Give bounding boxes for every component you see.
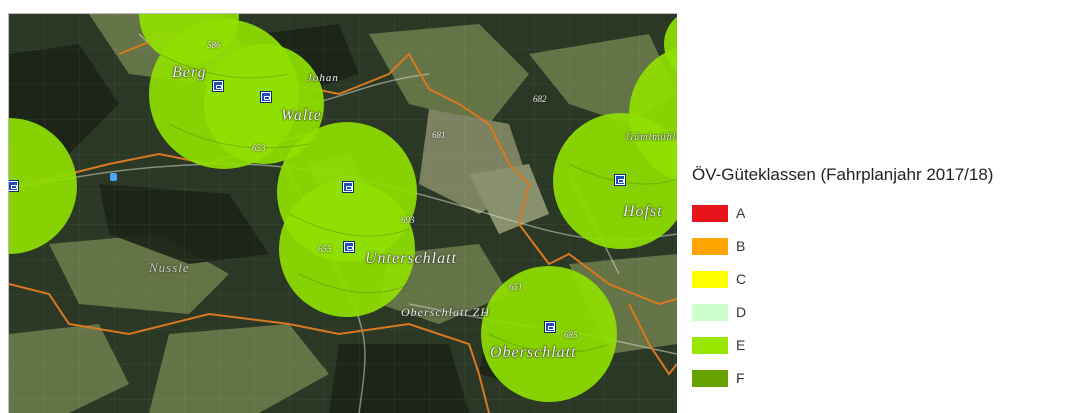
bus-stop-icon[interactable] <box>342 181 354 193</box>
coverage-circle-oberschlatt <box>481 266 617 402</box>
bus-stop-icon[interactable] <box>212 80 224 92</box>
coverage-circle-north-east <box>629 47 677 181</box>
legend-title: ÖV-Güteklassen (Fahrplanjahr 2017/18) <box>692 165 994 184</box>
bus-stop-icon[interactable] <box>9 180 19 192</box>
legend-swatch-d <box>692 303 728 321</box>
legend-label-c: C <box>736 271 747 287</box>
place-name-berg: Berg <box>172 64 207 81</box>
legend-list: A B C D E F <box>692 203 1077 388</box>
elevation-685: 685 <box>564 330 578 340</box>
legend-item-c: C <box>692 269 1077 289</box>
bus-stop-icon[interactable] <box>260 91 272 103</box>
elevation-655: 655 <box>318 244 332 254</box>
coverage-circle-top <box>139 14 239 64</box>
elevation-586: 586 <box>207 40 221 50</box>
municipal-boundary <box>9 32 677 413</box>
elevation-653: 653 <box>252 143 266 153</box>
place-name-walte: Walte <box>281 107 322 124</box>
elevation-682: 682 <box>533 94 547 104</box>
place-name-unterschlatt: Unterschlatt <box>365 250 457 267</box>
legend-item-e: E <box>692 335 1077 355</box>
place-name-johan: Johan <box>307 72 339 84</box>
elevation-681: 681 <box>432 130 446 140</box>
legend-item-d: D <box>692 302 1077 322</box>
bus-stop-icon[interactable] <box>343 241 355 253</box>
legend-item-f: F <box>692 368 1077 388</box>
legend-label-f: F <box>736 370 745 386</box>
map-view[interactable]: Berg Walte Johan Unterschlatt Oberschlat… <box>8 13 677 413</box>
legend-label-a: A <box>736 205 746 221</box>
bus-stop-icon[interactable] <box>544 321 556 333</box>
legend-label-b: B <box>736 238 746 254</box>
legend-swatch-a <box>692 204 728 222</box>
legend-item-b: B <box>692 236 1077 256</box>
legend-label-d: D <box>736 304 747 320</box>
legend-swatch-f <box>692 369 728 387</box>
contour-lines <box>158 53 677 354</box>
place-name-gumlmuhl: Gümlmühl <box>626 132 677 143</box>
legend-swatch-e <box>692 336 728 354</box>
bus-stop-small-icon <box>110 173 117 181</box>
elevation-693: 693 <box>401 215 415 225</box>
legend-swatch-c <box>692 270 728 288</box>
elevation-651: 651 <box>509 282 523 292</box>
coverage-circle-west <box>9 118 77 254</box>
place-name-hofst: Hofst <box>623 203 663 220</box>
place-name-oberschlatt: Oberschlatt <box>490 344 577 361</box>
coverage-circle-top-right <box>664 16 677 72</box>
map-canvas[interactable] <box>9 14 677 413</box>
place-name-oberschlatt-zh: Oberschlatt ZH <box>401 305 490 319</box>
legend-label-e: E <box>736 337 746 353</box>
place-name-nussle: Nussle <box>149 260 190 275</box>
legend-swatch-b <box>692 237 728 255</box>
coverage-circle-walte-2 <box>204 44 324 164</box>
legend: ÖV-Güteklassen (Fahrplanjahr 2017/18) A … <box>692 165 1077 401</box>
bus-stop-icon[interactable] <box>614 174 626 186</box>
legend-item-a: A <box>692 203 1077 223</box>
